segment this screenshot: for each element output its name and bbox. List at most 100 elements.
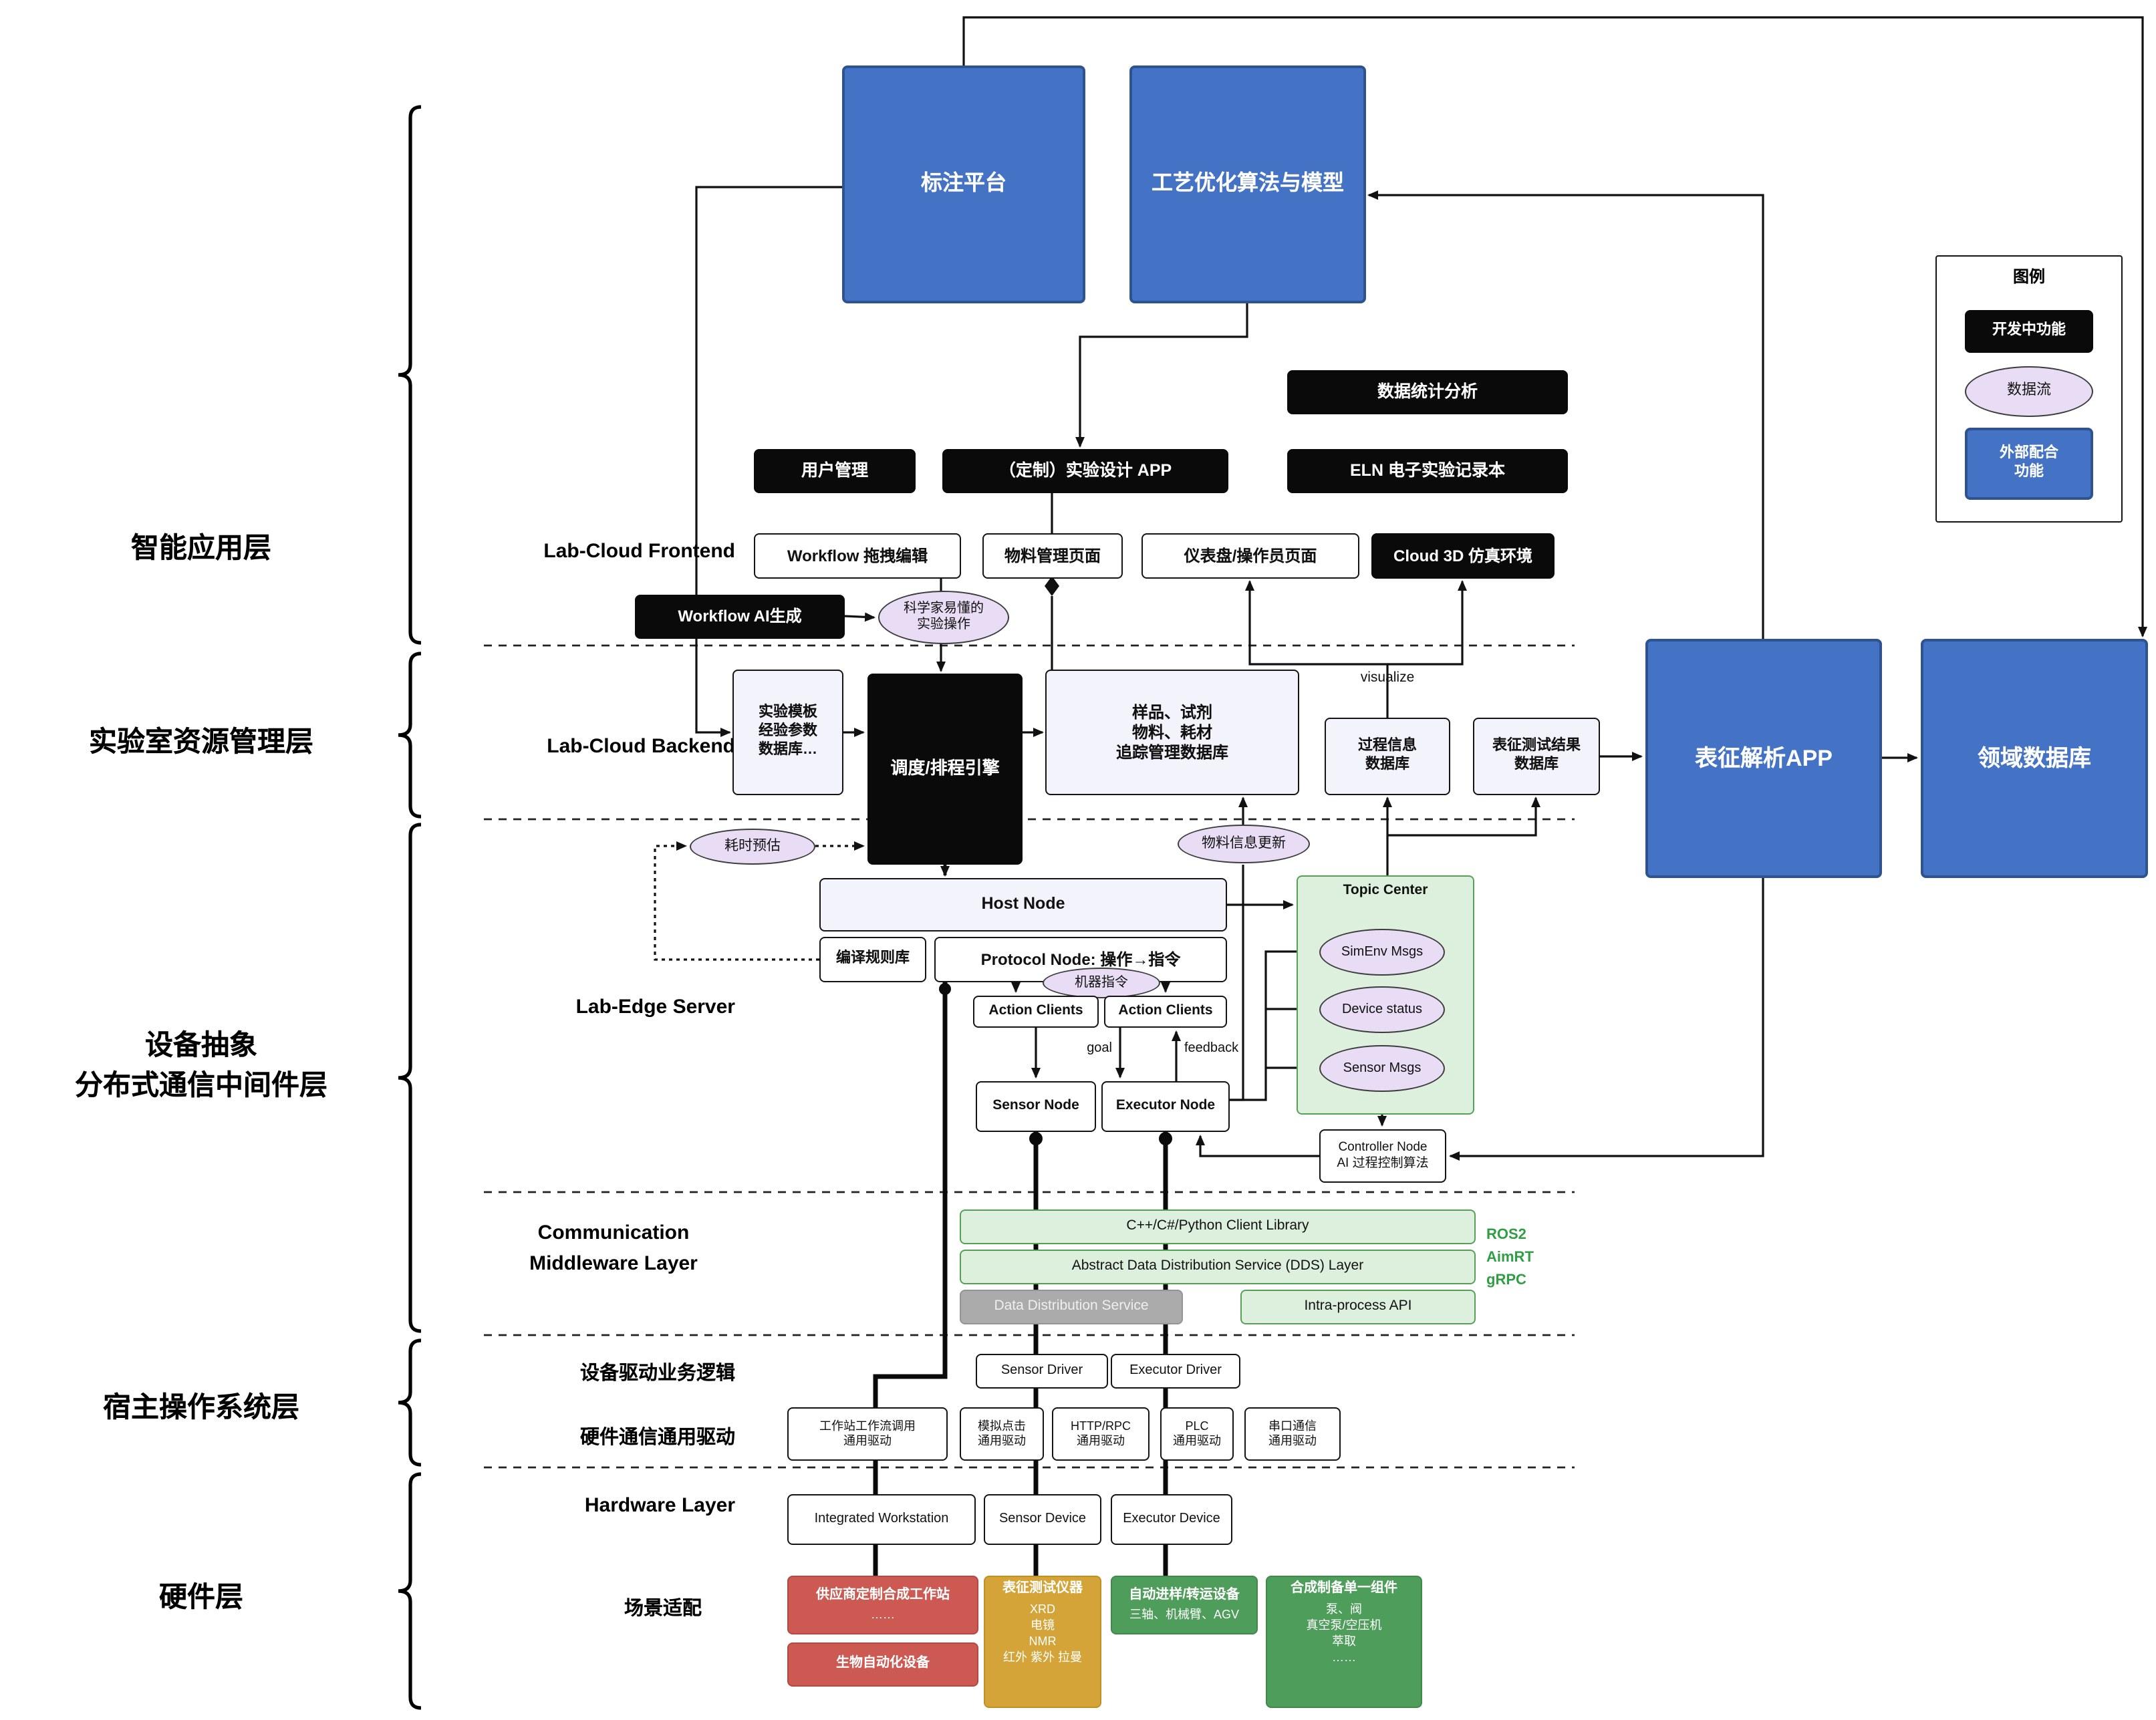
node-bio-automation: 生物自动化设备 <box>787 1642 978 1687</box>
section-backend: Lab-Cloud Backend <box>547 735 735 758</box>
layer-separators <box>484 644 1575 1469</box>
node-executor-node: Executor Node <box>1101 1081 1230 1132</box>
node-data-stats: 数据统计分析 <box>1287 370 1568 414</box>
legend-dataflow-item: 数据流 <box>1965 366 2093 417</box>
node-executor-device: Executor Device <box>1111 1494 1232 1545</box>
flow-sci-ops: 科学家易懂的 实验操作 <box>878 591 1009 644</box>
arrow-annotation-to-exptemplate <box>695 186 842 737</box>
node-domain-db: 领域数据库 <box>1921 639 2148 878</box>
node-controller: Controller Node AI 过程控制算法 <box>1319 1129 1446 1183</box>
node-eln: ELN 电子实验记录本 <box>1287 449 1568 493</box>
node-drv-http: HTTP/RPC 通用驱动 <box>1052 1407 1150 1461</box>
node-material-page: 物料管理页面 <box>982 533 1123 579</box>
layer-label-os: 宿主操作系统层 <box>103 1393 299 1423</box>
node-executor-driver: Executor Driver <box>1111 1354 1240 1389</box>
data-flow-arrows <box>654 16 2147 1161</box>
node-scheduler: 调度/排程引擎 <box>867 674 1023 865</box>
vendor-workstation-body: …… <box>871 1608 895 1622</box>
section-frontend: Lab-Cloud Frontend <box>543 540 735 563</box>
node-sample-db: 样品、试剂 物料、耗材 追踪管理数据库 <box>1045 670 1299 795</box>
transfer-devices-title: 自动进样/转运设备 <box>1129 1587 1240 1602</box>
node-workflow-edit: Workflow 拖拽编辑 <box>754 533 961 579</box>
line-executor-to-materialupdate <box>1230 865 1244 1101</box>
layer-label-hw: 硬件层 <box>159 1582 243 1613</box>
section-hw-driver: 硬件通信通用驱动 <box>580 1427 735 1449</box>
legend-dev-item: 开发中功能 <box>1965 310 2093 353</box>
node-char-result-db: 表征测试结果 数据库 <box>1473 718 1600 795</box>
layer-label-lab: 实验室资源管理层 <box>89 727 313 758</box>
node-sensor-device: Sensor Device <box>984 1494 1101 1545</box>
arrow-annotation-to-domaindb <box>962 16 2147 637</box>
legend-title: 图例 <box>2012 267 2045 286</box>
node-process-optimization: 工艺优化算法与模型 <box>1129 65 1366 303</box>
label-feedback: feedback <box>1184 1041 1239 1056</box>
arrow-charapp-to-processopt <box>1367 190 1764 639</box>
node-action-clients-left: Action Clients <box>973 996 1099 1028</box>
flow-machine-instr: 机器指令 <box>1043 968 1160 998</box>
node-transfer-devices: 自动进样/转运设备 三轴、机械臂、AGV <box>1111 1576 1258 1634</box>
node-workflow-ai: Workflow AI生成 <box>635 595 845 639</box>
node-dds-layer: Abstract Data Distribution Service (DDS)… <box>960 1250 1476 1284</box>
label-visualize: visualize <box>1360 670 1415 686</box>
section-scene: 场景适配 <box>624 1598 702 1620</box>
node-annotation-platform: 标注平台 <box>842 65 1085 303</box>
node-drv-serial: 串口通信 通用驱动 <box>1244 1407 1341 1461</box>
char-instruments-title: 表征测试仪器 <box>1002 1581 1083 1596</box>
transfer-devices-body: 三轴、机械臂、AGV <box>1129 1608 1239 1622</box>
node-process-db: 过程信息 数据库 <box>1325 718 1450 795</box>
node-user-mgmt: 用户管理 <box>754 449 916 493</box>
node-dashboard-page: 仪表盘/操作员页面 <box>1141 533 1359 579</box>
flow-device-status: Device status <box>1319 986 1445 1033</box>
stack-workstation <box>873 982 948 1576</box>
junction-dot-executor <box>1159 1132 1172 1145</box>
section-driver-logic: 设备驱动业务逻辑 <box>580 1363 735 1385</box>
layer-braces <box>398 105 422 1710</box>
arrow-charapp-to-controller <box>1449 878 1764 1161</box>
layer-label-device: 设备抽象 分布式通信中间件层 <box>75 1030 327 1102</box>
node-compile-rules: 编译规则库 <box>819 937 926 982</box>
junction-dot-protocol <box>939 983 951 995</box>
arrow-processopt-to-expdesign <box>1075 303 1248 448</box>
arrow-processdb-to-cloud3d <box>1387 580 1467 666</box>
node-intra-api: Intra-process API <box>1240 1290 1476 1324</box>
label-ros-stack: ROS2 AimRT gRPC <box>1486 1227 1534 1289</box>
flow-sensor-msgs: Sensor Msgs <box>1319 1045 1445 1092</box>
layer-label-app: 智能应用层 <box>131 533 271 564</box>
node-drv-workstation: 工作站工作流调用 通用驱动 <box>787 1407 948 1461</box>
char-instruments-body: XRD 电镜 NMR 红外 紫外 拉曼 <box>1002 1602 1082 1664</box>
legend-external-item: 外部配合 功能 <box>1965 428 2093 500</box>
node-sensor-driver: Sensor Driver <box>976 1354 1108 1389</box>
synth-components-title: 合成制备单一组件 <box>1291 1581 1397 1596</box>
node-client-library: C++/C#/Python Client Library <box>960 1209 1476 1244</box>
section-edge: Lab-Edge Server <box>575 996 735 1018</box>
dotted-compilerules-to-timeest <box>654 841 819 961</box>
node-exp-design-app: （定制）实验设计 APP <box>942 449 1228 493</box>
node-integrated-workstation: Integrated Workstation <box>787 1494 976 1545</box>
flow-material-update: 物料信息更新 <box>1178 825 1310 863</box>
vendor-workstation-title: 供应商定制合成工作站 <box>816 1587 950 1602</box>
node-host-node: Host Node <box>819 878 1227 931</box>
arrow-controller-to-executornode <box>1196 1135 1319 1157</box>
flow-simenv-msgs: SimEnv Msgs <box>1319 929 1445 976</box>
node-cloud3d: Cloud 3D 仿真环境 <box>1371 533 1555 579</box>
arrow-processdb-to-dashboard <box>1245 580 1389 718</box>
node-char-instruments: 表征测试仪器 XRD 电镜 NMR 红外 紫外 拉曼 <box>984 1576 1101 1708</box>
topic-center-title: Topic Center <box>1343 882 1428 898</box>
node-char-analysis-app: 表征解析APP <box>1645 639 1882 878</box>
flow-time-estimate: 耗时预估 <box>690 829 815 865</box>
junction-dot-sensor <box>1029 1132 1043 1145</box>
section-comm: Communication Middleware Layer <box>529 1222 698 1274</box>
arrow-topic-to-charresultdb <box>1387 797 1540 837</box>
synth-components-body: 泵、阀 真空泵/空压机 萃取 …… <box>1306 1602 1382 1664</box>
node-action-clients-right: Action Clients <box>1104 996 1227 1028</box>
node-exp-template-db: 实验模板 经验参数 数据库… <box>732 670 843 795</box>
node-dds-service: Data Distribution Service <box>960 1290 1183 1324</box>
node-synth-components: 合成制备单一组件 泵、阀 真空泵/空压机 萃取 …… <box>1266 1576 1422 1708</box>
section-hardware: Hardware Layer <box>584 1494 735 1517</box>
diamond-materialpage <box>1045 576 1059 596</box>
node-drv-click: 模拟点击 通用驱动 <box>960 1407 1044 1461</box>
node-drv-plc: PLC 通用驱动 <box>1160 1407 1234 1461</box>
label-goal: goal <box>1087 1041 1112 1056</box>
